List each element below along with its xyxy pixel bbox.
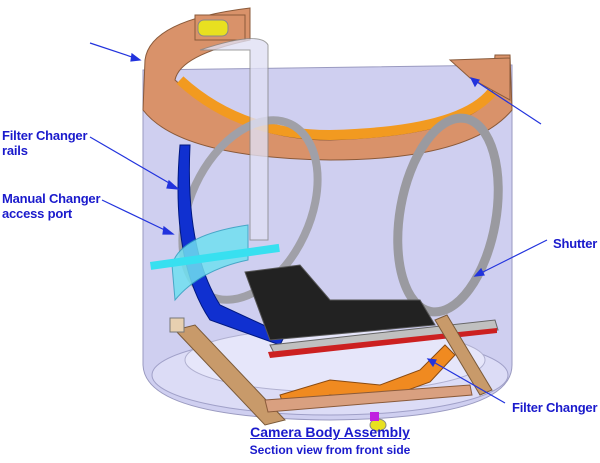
label-shutter: Shutter [553, 236, 598, 251]
caption-subtitle: Section view from front side [249, 443, 411, 457]
caption-title: Camera Body Assembly [250, 424, 410, 440]
label-filter-changer-rails: Filter Changer rails [2, 128, 88, 158]
callout-arrows [89, 42, 548, 404]
label-line: Manual Changer [2, 191, 101, 206]
filter-changer-rail [177, 144, 286, 346]
label-manual-changer-port: Manual Changer access port [2, 191, 101, 221]
access-port [171, 224, 249, 302]
yellow-motor [197, 19, 229, 37]
filter-platform [244, 264, 436, 341]
label-filter-changer: Filter Changer [512, 400, 598, 415]
label-line: rails [2, 143, 28, 158]
label-line: Filter Changer [2, 128, 88, 143]
orange-flange [176, 76, 496, 141]
label-line: access port [2, 206, 73, 221]
filter-ring-right [393, 113, 503, 317]
